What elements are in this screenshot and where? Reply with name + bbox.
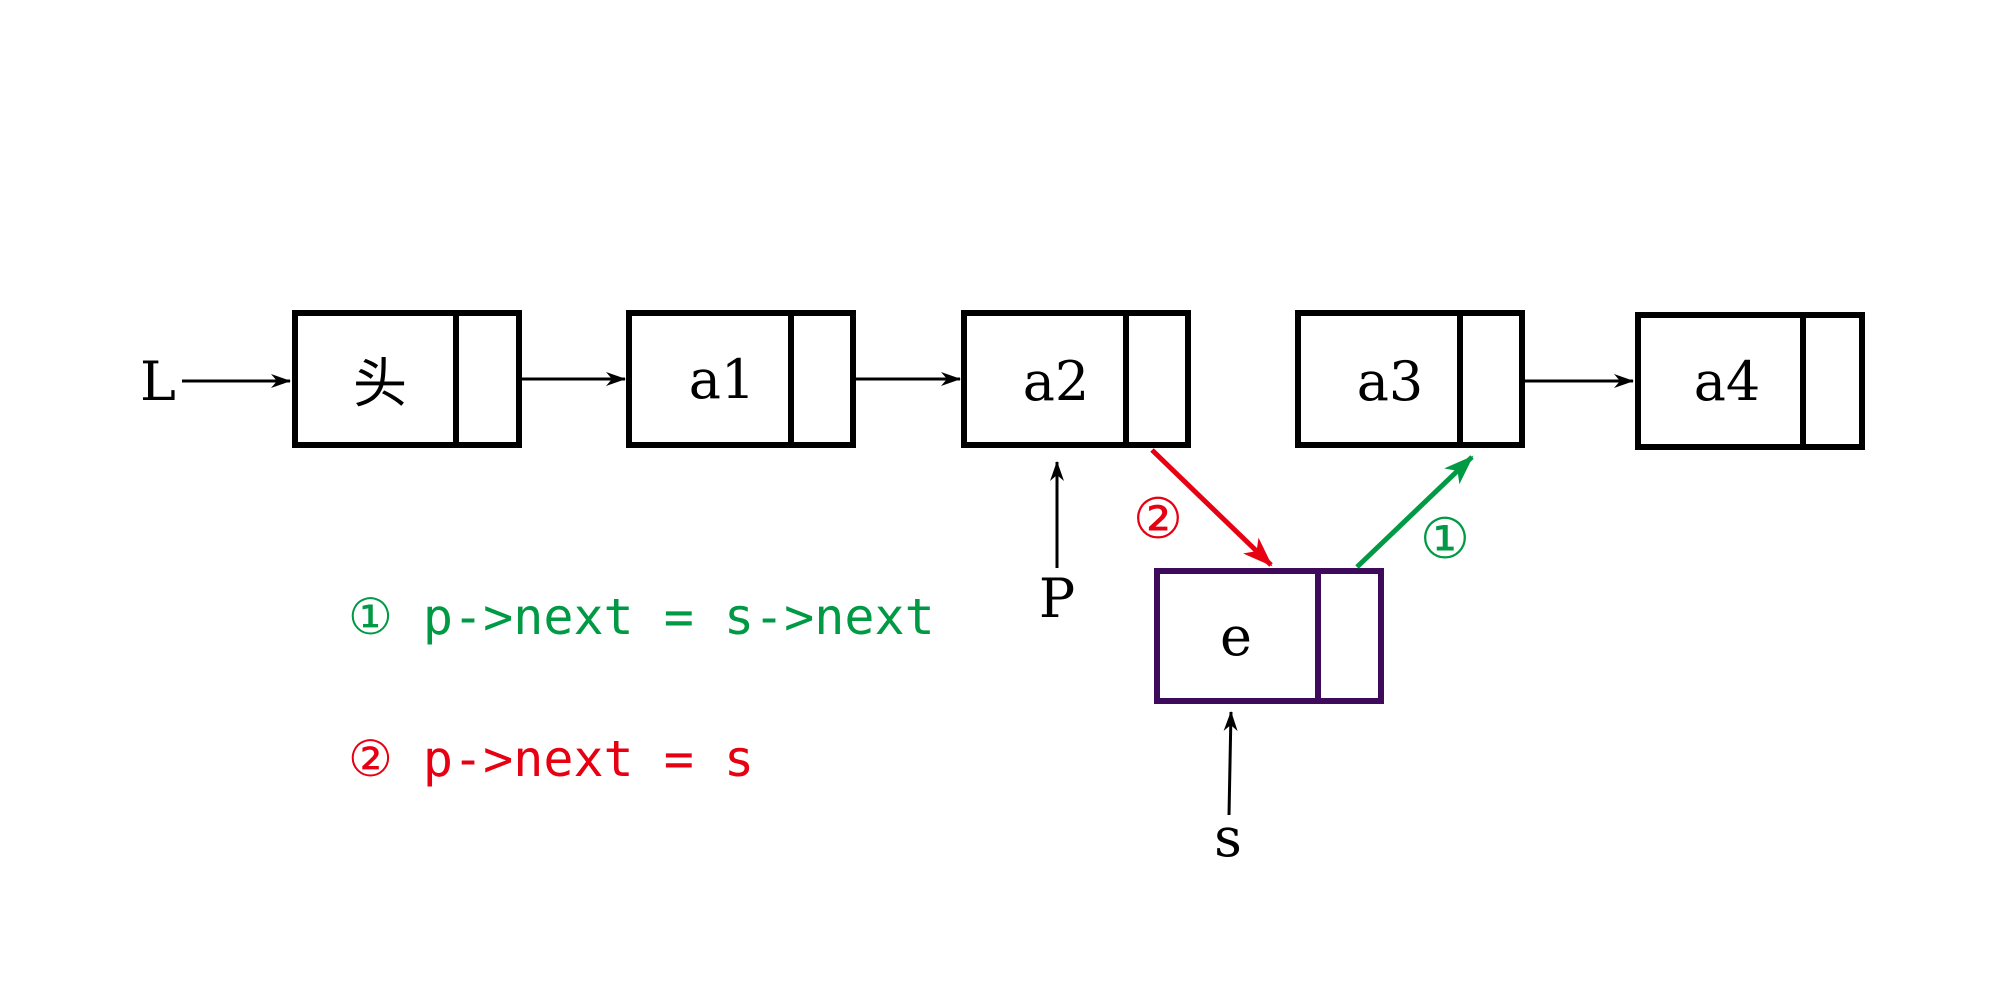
arrow-step2-a2-to-e	[1150, 448, 1273, 567]
arrow-s-to-e	[1223, 711, 1238, 816]
node-a1-label: a1	[689, 348, 756, 411]
node-a2: a2	[961, 310, 1191, 448]
node-a3: a3	[1295, 310, 1525, 448]
label-s: s	[1214, 806, 1242, 869]
formula-step2: ② p->next = s	[348, 730, 754, 788]
node-a4: a4	[1635, 312, 1865, 450]
formula-step1: ① p->next = s->next	[348, 588, 935, 646]
step1-marker: ①	[1420, 507, 1470, 572]
node-e: e	[1154, 568, 1384, 704]
node-a3-label: a3	[1357, 350, 1424, 413]
node-e-label: e	[1220, 605, 1252, 668]
arrow-step1-e-to-a3	[1355, 455, 1474, 569]
node-head-label: 头	[353, 352, 407, 415]
label-L: L	[140, 350, 176, 413]
step2-marker: ②	[1133, 487, 1183, 552]
node-a2-label: a2	[1023, 350, 1090, 413]
label-P: P	[1039, 567, 1075, 630]
node-head: 头	[292, 310, 522, 448]
node-a4-label: a4	[1694, 350, 1761, 413]
node-a1: a1	[626, 310, 856, 448]
